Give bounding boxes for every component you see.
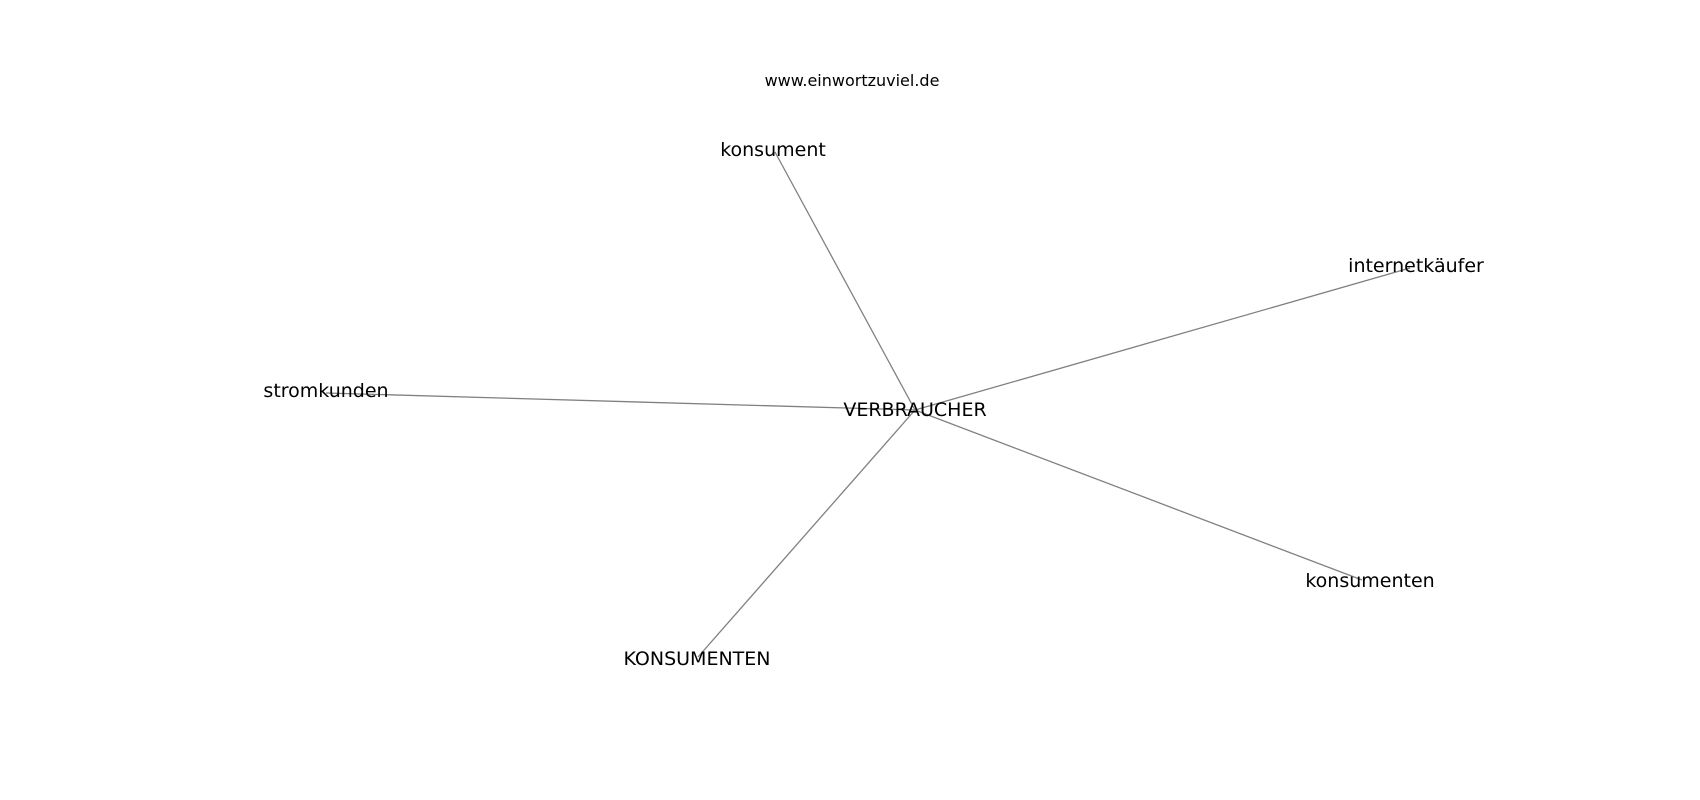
node-label-stromkunden: stromkunden	[263, 380, 389, 402]
edge-konsument	[774, 151, 916, 411]
node-label-internetkaeufer: internetkäufer	[1348, 255, 1484, 277]
edge-internetkaeufer	[914, 267, 1411, 411]
source-url: www.einwortzuviel.de	[764, 71, 940, 90]
node-label-konsument: konsument	[720, 139, 826, 161]
edge-konsumenten	[914, 409, 1363, 581]
node-label-KONSUMENTEN: KONSUMENTEN	[623, 648, 771, 670]
edge-KONSUMENTEN	[697, 409, 916, 658]
node-label-konsumenten: konsumenten	[1305, 570, 1435, 592]
node-center-label: VERBRAUCHER	[843, 399, 987, 421]
edge-stromkunden	[325, 392, 916, 411]
